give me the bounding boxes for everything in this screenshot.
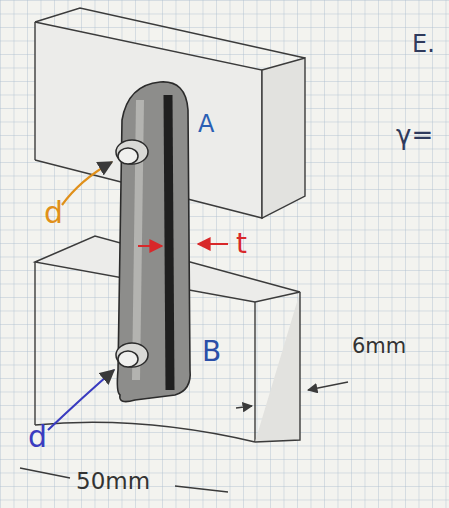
note-text: E. (412, 32, 435, 56)
dimension-arrow (236, 406, 252, 408)
link-strap (117, 82, 190, 402)
part-name: A (198, 112, 214, 136)
note-text: γ= (396, 122, 433, 148)
part-name: B (202, 338, 221, 366)
dimension-arrow (198, 243, 228, 245)
leader-line (48, 370, 114, 430)
dimension-line (175, 486, 228, 492)
dimension-arrow (308, 382, 348, 390)
pin-diameter: d (44, 198, 63, 228)
dimension-value: 6mm (352, 336, 406, 357)
thickness-symbol: t (236, 230, 247, 258)
dimension-line (20, 468, 70, 478)
dimension-value: 50mm (76, 470, 150, 493)
leader-line (62, 162, 112, 205)
pin (116, 140, 148, 367)
pin-diameter: d (28, 422, 47, 452)
dimension-arrow (138, 245, 162, 247)
